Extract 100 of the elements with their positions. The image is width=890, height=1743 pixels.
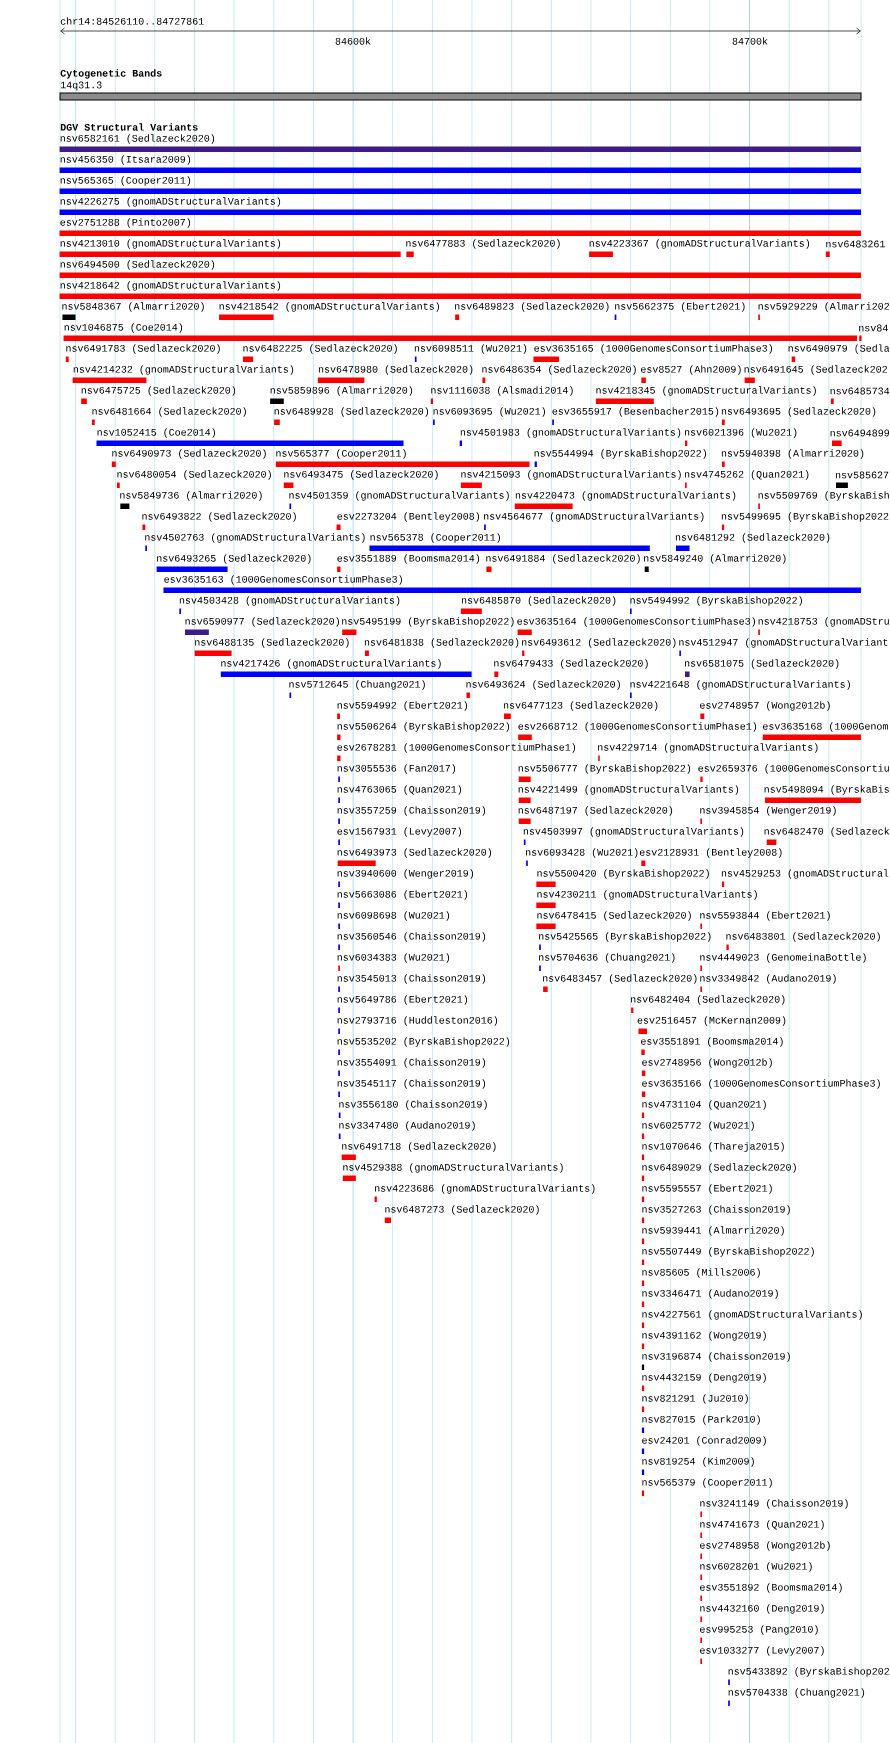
variant-label: nsv5859896 (Almarri2020) xyxy=(270,386,413,396)
variant-label: nsv4214232 (gnomADStructuralVariants) xyxy=(73,365,294,375)
variant-label: nsv84 xyxy=(859,324,888,332)
variant-label: nsv5704636 (Chuang2021) xyxy=(539,953,675,963)
coordinate-label: chr14:84526110..84727861 xyxy=(60,17,204,25)
track-title: Cytogenetic Bands xyxy=(60,69,162,79)
variant-label: esv1567931 (Levy2007) xyxy=(337,827,462,837)
band-label: 14q31.3 xyxy=(60,81,102,91)
variant-label: nsv6480054 (Sedlazeck2020) xyxy=(117,470,271,480)
variant-label: nsv3556180 (Chaisson2019) xyxy=(339,1100,487,1110)
variant-label: nsv6493475 (Sedlazeck2020) xyxy=(284,470,438,480)
variant-label: nsv6481838 (Sedlazeck2020) xyxy=(364,638,519,648)
variant-label: nsv4449023 (GenomeinaBottle) xyxy=(700,953,866,963)
variant-label: nsv3527263 (Chaisson2019) xyxy=(642,1205,790,1215)
variant-label: nsv4564677 (gnomADStructuralVariants) xyxy=(484,512,704,522)
variant-label: esv3635168 (1000Genom xyxy=(763,722,888,732)
variant-label: esv3635164 (1000GenomesConsortiumPhase3) xyxy=(517,617,755,627)
variant-label: nsv6478415 (Sedlazeck2020) xyxy=(537,911,691,921)
variant-label: nsv6481292 (Sedlazeck2020) xyxy=(675,533,830,543)
variant-label: nsv6493973 (Sedlazeck2020) xyxy=(337,848,492,858)
variant-label: nsv6483457 (Sedlazeck2020) xyxy=(543,974,697,984)
variant-label: nsv4529388 (gnomADStructuralVariants) xyxy=(343,1163,563,1173)
variant-label: nsv6482404 (Sedlazeck2020) xyxy=(631,995,785,1005)
variant-label: esv2516457 (McKernan2009) xyxy=(637,1016,786,1026)
variant-label: nsv5663086 (Ebert2021) xyxy=(337,890,468,900)
variant-label: nsv4763065 (Quan2021) xyxy=(337,785,462,795)
tick-label: 84700k xyxy=(732,37,768,45)
variant-label: nsv5495199 (ByrskaBishop2022) xyxy=(342,617,514,627)
variant-label: nsv5506264 (ByrskaBishop2022) xyxy=(337,722,510,732)
variant-label: nsv4501359 (gnomADStructuralVariants) xyxy=(289,491,509,501)
variant-label: nsv4731104 (Quan2021) xyxy=(642,1100,766,1110)
variant-label: nsv5849240 (Almarri2020) xyxy=(644,554,786,564)
variant-label: nsv5498094 (ByrskaBis xyxy=(764,785,889,795)
variant-label: nsv5704338 (Chuang2021) xyxy=(728,1688,865,1698)
variant-label: nsv6487273 (Sedlazeck2020) xyxy=(385,1205,539,1215)
variant-label: nsv6581075 (Sedlazeck2020) xyxy=(684,659,839,669)
variant-label: esv3655917 (Besenbacher2015) xyxy=(552,407,719,417)
variant-label: nsv565377 (Cooper2011) xyxy=(276,449,406,459)
variant-label: nsv3349842 (Audano2019) xyxy=(700,974,836,984)
variant-label: esv2659376 (1000GenomesConsortiu xyxy=(698,764,889,774)
variant-label: esv8527 (Ahn2009) xyxy=(641,365,741,375)
variant-label: nsv821291 (Ju2010) xyxy=(642,1394,748,1404)
variant-label: nsv456350 (Itsara2009) xyxy=(60,155,191,165)
variant-label: nsv5662375 (Ebert2021) xyxy=(615,302,745,312)
variant-label: nsv6028201 (Wu2021) xyxy=(700,1562,812,1572)
variant-label: esv3551889 (Boomsma2014) xyxy=(337,554,480,564)
variant-label: esv2668712 (1000GenomesConsortiumPhase1) xyxy=(518,722,757,732)
variant-label: nsv1046875 (Coe2014) xyxy=(64,323,183,333)
variant-label: nsv6485870 (Sedlazeck2020) xyxy=(461,596,616,606)
variant-label: nsv6021396 (Wu2021) xyxy=(684,428,797,438)
variant-label: esv3635163 (1000GenomesConsortiumPhase3) xyxy=(164,575,402,585)
variant-label: nsv6093695 (Wu2021) xyxy=(433,407,545,417)
variant-label: esv2678281 (1000GenomesConsortiumPhase1) xyxy=(337,743,576,753)
variant-label: nsv6485734 xyxy=(830,387,890,395)
variant-label: nsv6493265 (Sedlazeck2020) xyxy=(157,554,311,564)
variant-label: nsv5507449 (ByrskaBishop2022) xyxy=(642,1247,814,1257)
variant-label: nsv5649786 (Ebert2021) xyxy=(337,995,468,1005)
variant-label: nsv4432160 (Deng2019) xyxy=(700,1604,824,1614)
variant-label: nsv3055536 (Fan2017) xyxy=(337,764,456,774)
variant-label: esv2748958 (Wong2012b) xyxy=(700,1541,830,1551)
variant-label: nsv6034383 (Wu2021) xyxy=(337,953,450,963)
variant-label: nsv6483261 xyxy=(826,240,885,248)
variant-label: nsv6489823 (Sedlazeck2020) xyxy=(455,302,609,312)
variant-label: nsv4432159 (Deng2019) xyxy=(642,1373,766,1383)
variant-label: nsv6494899 xyxy=(830,429,889,437)
variant-label: nsv6477883 (Sedlazeck2020) xyxy=(406,239,560,249)
variant-label: nsv3346471 (Audano2019) xyxy=(642,1289,778,1299)
variant-label: nsv5544994 (ByrskaBishop2022) xyxy=(534,449,706,459)
variant-label: esv2751288 (Pinto2007) xyxy=(60,218,191,228)
variant-label: nsv3560546 (Chaisson2019) xyxy=(337,932,486,942)
variant-label: esv3551891 (Boomsma2014) xyxy=(641,1037,783,1047)
variant-label: esv995253 (Pang2010) xyxy=(700,1625,818,1635)
variant-label: nsv4218542 (gnomADStructuralVariants) xyxy=(219,302,440,312)
variant-label: nsv6493612 (Sedlazeck2020) xyxy=(522,638,676,648)
variant-label: nsv4218753 (gnomADStru xyxy=(758,617,889,627)
variant-label: nsv5593844 (Ebert2021) xyxy=(700,911,830,921)
variant-label: nsv4223367 (gnomADStructuralVariants) xyxy=(589,239,810,249)
variant-label: nsv4229714 (gnomADStructuralVariants) xyxy=(598,743,818,753)
variant-label: nsv4213010 (gnomADStructuralVariants) xyxy=(60,239,281,249)
variant-label: nsv6482225 (Sedlazeck2020) xyxy=(243,344,397,354)
variant-label: nsv5939441 (Almarri2020) xyxy=(642,1226,784,1236)
variant-label: nsv6491718 (Sedlazeck2020) xyxy=(342,1142,496,1152)
variant-label: nsv6590977 (Sedlazeck2020) xyxy=(185,617,339,627)
variant-label: nsv6493695 (Sedlazeck2020) xyxy=(721,407,876,417)
variant-label: nsv3347480 (Audano2019) xyxy=(339,1121,475,1131)
variant-label: nsv4529253 (gnomADStructural xyxy=(721,869,889,879)
variant-label: nsv6493624 (Sedlazeck2020) xyxy=(466,680,620,690)
variant-label: nsv6489029 (Sedlazeck2020) xyxy=(642,1163,796,1173)
variant-label: nsv4502763 (gnomADStructuralVariants) xyxy=(145,533,365,543)
variant-label: nsv3945854 (Wenger2019) xyxy=(700,806,836,816)
variant-label: nsv6479433 (Sedlazeck2020) xyxy=(494,659,648,669)
variant-label: nsv5712645 (Chuang2021) xyxy=(289,680,425,690)
variant-label: esv2748956 (Wong2012b) xyxy=(642,1058,772,1068)
variant-label: nsv5848367 (Almarri2020) xyxy=(62,302,204,312)
variant-label: nsv585627 xyxy=(835,471,889,479)
variant-label: nsv5929229 (Almarri202 xyxy=(758,302,889,312)
variant-label: esv3635166 (1000GenomesConsortiumPhase3) xyxy=(642,1079,880,1089)
variant-label: nsv5849736 (Almarri2020) xyxy=(120,491,262,501)
variant-label: nsv6478980 (Sedlazeck2020) xyxy=(318,365,473,375)
variant-label: nsv5509769 (ByrskaBish xyxy=(758,491,889,501)
